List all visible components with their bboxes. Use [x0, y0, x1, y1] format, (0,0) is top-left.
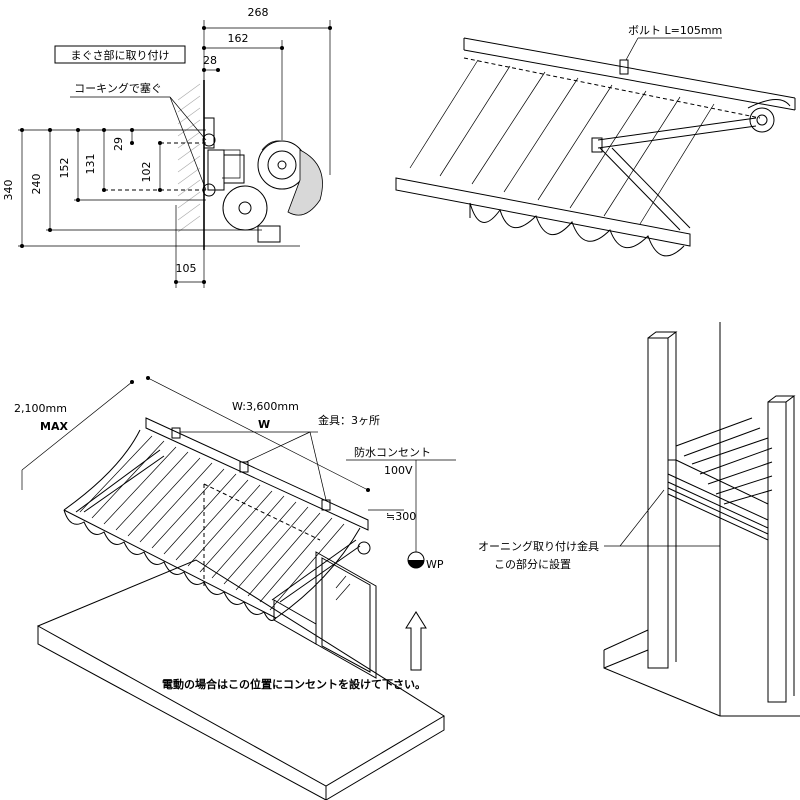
width-symbol: W — [258, 418, 270, 431]
height-max: MAX — [40, 420, 68, 433]
arm-lower — [599, 147, 681, 231]
bracket-plate — [223, 154, 245, 184]
awning-installation-view: 2,100mm MAX W:3,600mm W 金具：3ヶ所 — [14, 376, 456, 800]
valance — [469, 202, 685, 257]
bracket-label: 金具：3ヶ所 — [318, 413, 380, 427]
dim-102: 102 — [140, 162, 153, 183]
arm-right — [271, 539, 357, 601]
voltage-label: 100V — [384, 464, 413, 477]
dim-268: 268 — [248, 6, 269, 19]
bracket-1 — [171, 427, 181, 439]
dim-152: 152 — [58, 158, 71, 179]
outlet-symbol-fill — [408, 560, 424, 568]
dim-28: 28 — [203, 54, 217, 67]
dim-29: 29 — [112, 137, 125, 151]
bracket-note: オーニング取り付け金具 — [478, 539, 599, 553]
arm-joint — [591, 137, 603, 153]
front-bar-lower — [63, 509, 277, 619]
top-rail — [145, 417, 369, 531]
dim-105: 105 — [176, 262, 197, 275]
awning-fabric — [63, 429, 361, 619]
arm-upper — [597, 117, 757, 141]
roller-mid — [267, 150, 297, 180]
install-note: この部分に設置 — [494, 557, 571, 571]
mount-note: まぐさ部に取り付け — [71, 48, 170, 62]
electric-note: 電動の場合はこの位置にコンセントを設けて下さい。 — [162, 677, 426, 691]
balcony-view: オーニング取り付け金具 この部分に設置 — [478, 322, 800, 717]
mount-note-box — [54, 45, 186, 64]
deck-slats — [675, 417, 773, 505]
motor-housing — [222, 185, 268, 231]
caulk-note: コーキングで塞ぐ — [74, 81, 162, 95]
lintel — [203, 117, 215, 149]
dim-162: 162 — [228, 32, 249, 45]
window-frame — [315, 551, 377, 679]
bolt — [619, 59, 629, 75]
section-mount-detail: 268 162 28 まぐさ部に取り付け コーキングで塞ぐ 340 240 15… — [2, 6, 332, 288]
bolt-label: ボルト L=105mm — [628, 24, 722, 37]
width-label: W:3,600mm — [232, 400, 299, 413]
dim-131: 131 — [84, 154, 97, 175]
wall-hatch — [177, 83, 201, 233]
bracket-2 — [239, 461, 249, 473]
fabric-slats — [409, 59, 715, 225]
dim-340: 340 — [2, 180, 15, 201]
motor-unit — [357, 541, 371, 555]
post-left — [647, 337, 669, 669]
arm-left — [75, 449, 161, 513]
wp-label: WP — [426, 558, 444, 571]
front-bar — [395, 177, 691, 247]
up-arrow-icon — [405, 611, 427, 671]
approx-distance: ≒300 — [386, 510, 416, 523]
outlet-label: 防水コンセント — [354, 445, 431, 459]
height-label: 2,100mm — [14, 402, 67, 415]
motor-logo — [238, 201, 252, 215]
valance-scallops — [63, 509, 277, 621]
fabric-roll — [287, 149, 323, 216]
roller-end — [749, 107, 775, 133]
post-right — [767, 401, 787, 703]
roller-core — [277, 160, 287, 170]
bolt-upper — [202, 133, 216, 147]
fascia-beam — [667, 473, 769, 541]
dim-240: 240 — [30, 174, 43, 195]
floor-slab — [36, 559, 445, 787]
roller-outer — [257, 140, 307, 190]
motor-base — [257, 225, 281, 243]
awning-perspective-detail: ボルト L=105mm — [395, 24, 796, 257]
window-glass — [321, 557, 371, 673]
